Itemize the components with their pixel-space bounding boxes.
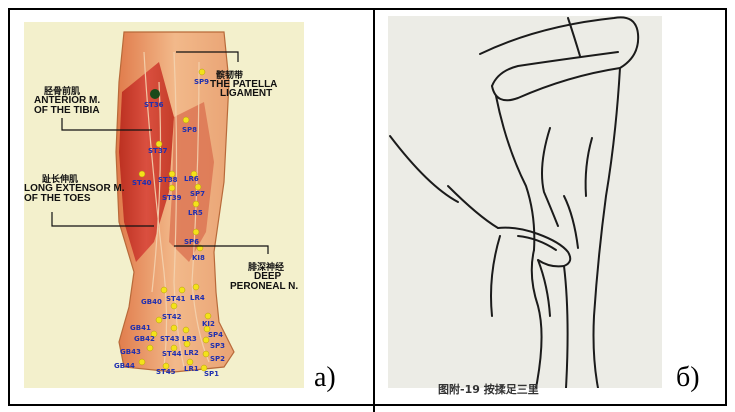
point-label: LR4 (190, 294, 205, 302)
tibia-label-en-2: OF THE TIBIA (34, 106, 100, 116)
toes-label-en-2: OF THE TOES (24, 194, 91, 204)
st36-marker (150, 89, 160, 99)
panel-divider (373, 8, 375, 412)
point-label: LR6 (184, 175, 199, 183)
point-label: LR2 (184, 349, 199, 357)
panel-b-letter: б) (676, 364, 700, 392)
leg-anatomy-svg (24, 22, 304, 388)
patella-label-en-2: LIGAMENT (220, 89, 272, 99)
point-label: GB43 (120, 348, 141, 356)
leg-anatomy-image: 髌韧带 THE PATELLA LIGAMENT 胫骨前肌 ANTERIOR M… (24, 22, 304, 388)
point-label: ST43 (160, 335, 180, 343)
point-label: GB40 (141, 298, 162, 306)
point-label: LR1 (184, 365, 199, 373)
knee-drawing-svg (388, 16, 662, 388)
point-label: LR5 (188, 209, 203, 217)
point-label: GB42 (134, 335, 155, 343)
point-label: ST36 (144, 101, 164, 109)
point-label: GB44 (114, 362, 135, 370)
point-label: KI8 (192, 254, 205, 262)
point-label: ST45 (156, 368, 176, 376)
point-label: ST44 (162, 350, 182, 358)
point-label: KI2 (202, 320, 215, 328)
point-label: GB41 (130, 324, 151, 332)
point-label: ST39 (162, 194, 182, 202)
figure-caption: 图附-19 按揉足三里 (438, 381, 539, 397)
point-label: ST38 (158, 176, 178, 184)
panel-a-letter: a) (314, 364, 336, 392)
point-label: SP3 (210, 342, 225, 350)
point-label: ST42 (162, 313, 182, 321)
point-label: SP4 (208, 331, 223, 339)
point-label: SP8 (182, 126, 197, 134)
point-label: ST37 (148, 147, 168, 155)
peroneal-label-en-2: PERONEAL N. (230, 282, 298, 292)
point-label: SP7 (190, 190, 205, 198)
point-label: ST41 (166, 295, 186, 303)
point-label: SP9 (194, 78, 209, 86)
point-label: SP1 (204, 370, 219, 378)
point-label: SP2 (210, 355, 225, 363)
point-label: LR3 (182, 335, 197, 343)
knee-drawing-image (388, 16, 662, 388)
point-label: ST40 (132, 179, 152, 187)
point-label: SP6 (184, 238, 199, 246)
